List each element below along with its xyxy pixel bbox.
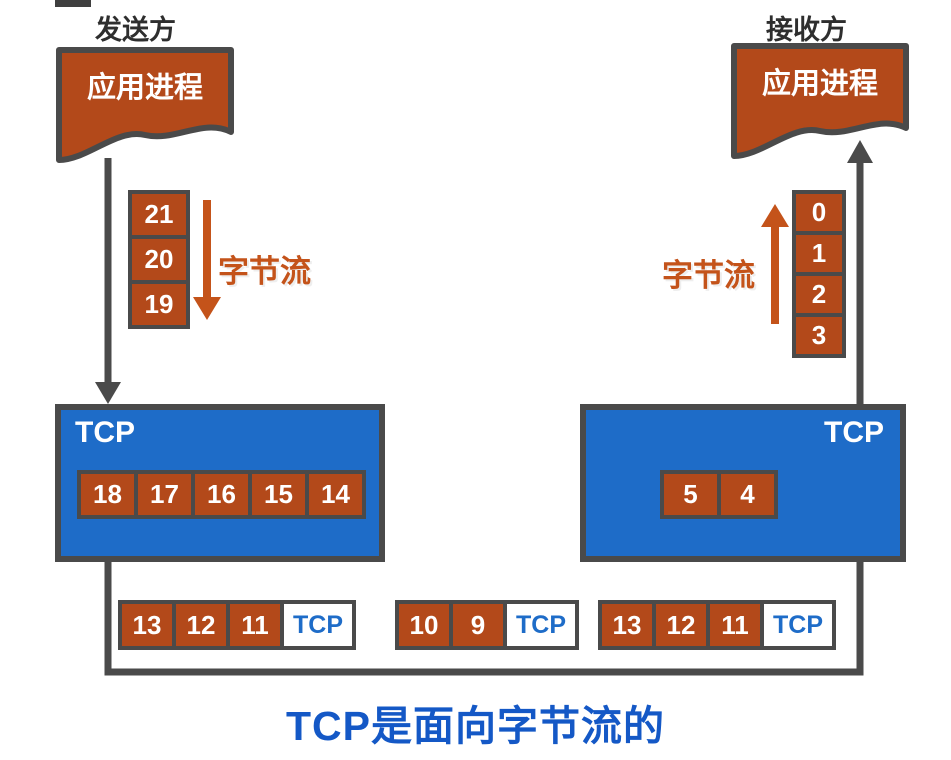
sender-down-arrowhead <box>95 382 121 404</box>
byte-cell: 17 <box>134 470 195 519</box>
tcp-header-cell: TCP <box>760 600 836 650</box>
sender-byte-stack: 21 20 19 <box>128 190 190 329</box>
byte-cell: 18 <box>77 470 138 519</box>
receiver-app-process: 应用进程 <box>730 42 910 166</box>
decorative-mark <box>55 0 91 7</box>
receiver-tcp-box: TCP 5 4 <box>580 404 906 562</box>
byte-cell: 1 <box>792 231 846 276</box>
tcp-segment: 10 9 TCP <box>395 600 579 650</box>
byte-cell: 19 <box>128 280 190 329</box>
byte-cell: 11 <box>226 600 284 650</box>
receiver-stream-arrowhead <box>761 204 789 227</box>
byte-cell: 13 <box>118 600 176 650</box>
tcp-header-cell: TCP <box>503 600 579 650</box>
sender-tcp-buffer: 18 17 16 15 14 <box>77 470 366 519</box>
receiver-up-arrowhead <box>847 140 873 163</box>
byte-cell: 20 <box>128 235 190 284</box>
sender-stream-label: 字节流 <box>218 254 311 289</box>
receiver-byte-stack: 0 1 2 3 <box>792 190 846 358</box>
receiver-label: 接收方 <box>766 15 847 45</box>
sender-app-process: 应用进程 <box>55 46 235 170</box>
document-shape <box>56 47 234 163</box>
tcp-segment: 13 12 11 TCP <box>118 600 356 650</box>
receiver-app-process-label: 应用进程 <box>761 68 878 100</box>
byte-cell: 14 <box>305 470 366 519</box>
diagram-title: TCP是面向字节流的 <box>286 703 665 749</box>
byte-cell: 3 <box>792 313 846 358</box>
document-shape <box>731 43 909 159</box>
receiver-tcp-buffer: 5 4 <box>660 470 778 519</box>
byte-cell: 4 <box>717 470 778 519</box>
sender-stream-arrowhead <box>193 297 221 320</box>
byte-cell: 9 <box>449 600 507 650</box>
sender-app-process-label: 应用进程 <box>86 72 203 104</box>
byte-cell: 0 <box>792 190 846 235</box>
sender-tcp-label: TCP <box>75 416 135 449</box>
byte-cell: 11 <box>706 600 764 650</box>
byte-cell: 5 <box>660 470 721 519</box>
byte-cell: 13 <box>598 600 656 650</box>
byte-cell: 12 <box>172 600 230 650</box>
tcp-header-cell: TCP <box>280 600 356 650</box>
byte-cell: 2 <box>792 272 846 317</box>
sender-tcp-box: TCP 18 17 16 15 14 <box>55 404 385 562</box>
byte-cell: 16 <box>191 470 252 519</box>
byte-cell: 10 <box>395 600 453 650</box>
sender-label: 发送方 <box>95 15 176 45</box>
byte-cell: 21 <box>128 190 190 239</box>
byte-cell: 12 <box>652 600 710 650</box>
receiver-stream-label: 字节流 <box>662 258 755 293</box>
byte-cell: 15 <box>248 470 309 519</box>
tcp-segment: 13 12 11 TCP <box>598 600 836 650</box>
receiver-tcp-label: TCP <box>824 416 884 449</box>
